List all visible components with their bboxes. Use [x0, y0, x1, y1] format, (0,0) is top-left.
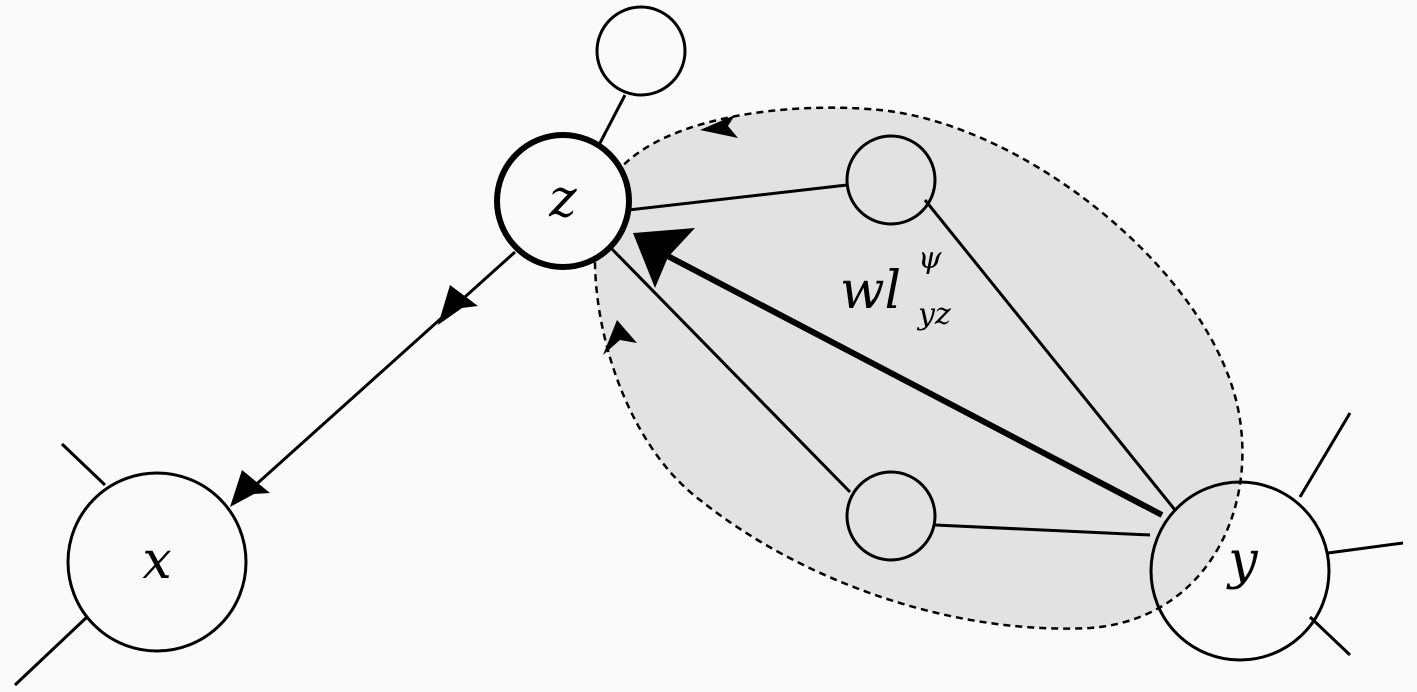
node-x	[66, 471, 248, 653]
edge-z-x-endarrow	[230, 470, 270, 507]
edge-z-top	[598, 94, 627, 144]
edge-weight-label: wl	[840, 261, 901, 321]
edge-z-x	[248, 250, 517, 492]
region-arrow-left	[603, 320, 637, 355]
node-top	[595, 5, 687, 97]
stub-x-upper	[60, 442, 107, 487]
node-upper-mid	[845, 134, 937, 226]
node-y-label: y	[1226, 531, 1258, 591]
node-y	[1149, 480, 1331, 662]
node-z	[494, 132, 632, 270]
edge-z-upper	[627, 183, 848, 212]
stub-y-right	[1327, 541, 1404, 555]
edge-upper-y	[923, 199, 1177, 511]
edge-lower-y	[934, 523, 1151, 537]
edge-weight-subscript: yz	[916, 297, 951, 332]
edge-z-x-midarrow	[438, 285, 478, 325]
node-x-label: x	[142, 531, 171, 591]
edge-weight-superscript: ψ	[918, 241, 942, 276]
region-arrow-top	[700, 115, 738, 138]
stub-x-lower	[13, 615, 89, 687]
node-lower-mid	[845, 470, 937, 562]
edge-z-lower	[606, 243, 852, 494]
stub-y-bottom	[1308, 615, 1352, 657]
weighted-edge-arrowhead	[633, 228, 695, 288]
weighted-edge-y-z	[658, 249, 1164, 518]
node-z-label: z	[548, 169, 577, 229]
stub-y-top	[1298, 412, 1352, 498]
neighborhood-region	[593, 106, 1244, 630]
